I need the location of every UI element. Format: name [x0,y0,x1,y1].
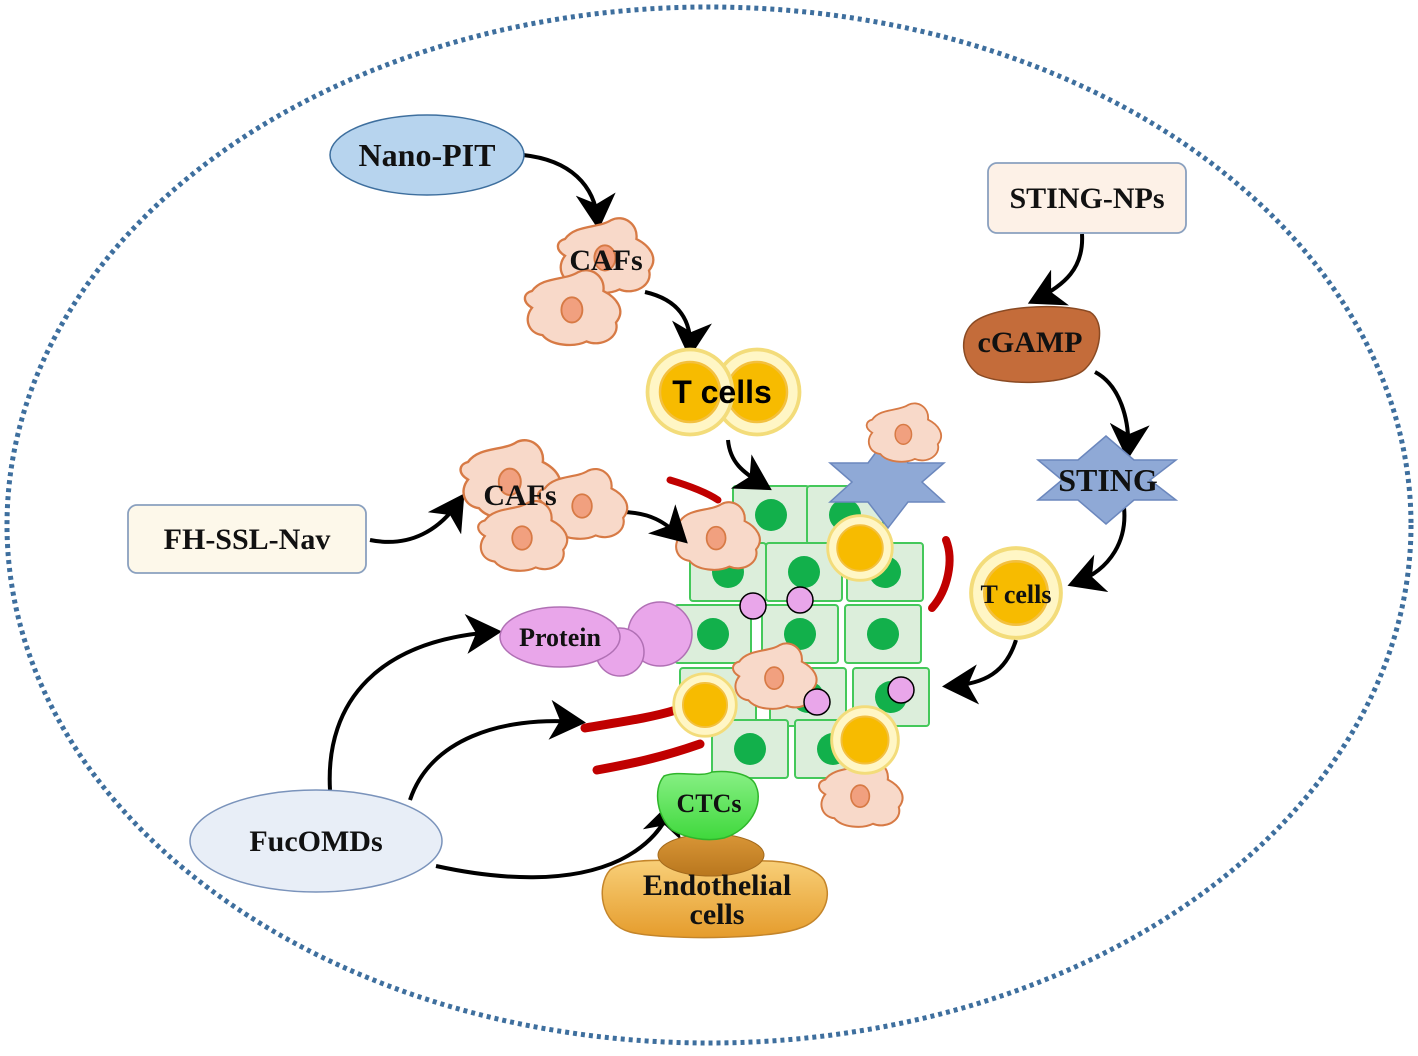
tumor-cell [844,604,922,664]
red-vessel-strand [592,739,705,775]
sting-label: STING [1058,462,1158,498]
arrow-fh-ssl-nav-to-cafs [369,493,465,544]
t-cells-right-label: T cells [980,580,1051,609]
protein-particle [887,676,915,704]
ctcs-shape [656,770,759,841]
nano-pit-label: Nano-PIT [359,137,496,173]
arrow-cgamp-to-sting [1093,370,1150,460]
t-cell [672,672,738,738]
arrow-sting-nps-to-cgamp [1027,233,1085,306]
protein-ellipse [499,606,621,668]
red-vessel-strand [580,705,681,733]
tumor-cluster [580,402,954,828]
nano-pit-ellipse [329,114,525,196]
cafs-left-label: CAFs [483,479,556,512]
t-cell [830,705,900,775]
cgamp-shape [963,305,1101,384]
t-cells-top-label: T cells [672,374,772,410]
protein-particle [803,688,831,716]
arrow-fucomds-to-protein [327,614,502,791]
red-vessel-strand [928,536,954,612]
ctcs-label: CTCs [676,789,741,818]
protein-particle [739,592,767,620]
arrow-sting-to-tcells [1067,499,1127,592]
caf-cell [865,402,943,463]
protein-label: Protein [519,623,601,652]
sting-nps-box [987,162,1187,234]
endothelial-label-line1: Endothelial [643,869,791,902]
outer-boundary [4,4,1414,1046]
arrow-fucomds-to-vessels [408,699,586,801]
endothelial-label-line2: cells [690,898,745,931]
arrow-fucomds-to-ctcs [435,800,682,880]
sting-nps-label: STING-NPs [1009,182,1164,215]
protein-particle [786,586,814,614]
fh-ssl-nav-label: FH-SSL-Nav [164,523,331,556]
fh-ssl-nav-box [127,504,367,574]
arrow-cafs-to-tumor-left [619,504,688,544]
arrow-nano-pit-to-cafs [522,153,616,230]
fucomds-label: FucOMDs [249,825,382,858]
cgamp-label: cGAMP [978,326,1083,359]
cafs-top-label: CAFs [569,244,642,277]
arrows [327,153,1150,880]
sting-star [1035,435,1179,525]
t-cell [826,514,894,582]
arrow-tcells-to-tumor-right [942,639,1018,705]
red-vessel-strand [666,476,722,504]
fucomds-ellipse [189,789,443,893]
arrow-tcells-to-tumor [726,439,772,491]
arrow-cafs-to-tcells [644,290,712,358]
